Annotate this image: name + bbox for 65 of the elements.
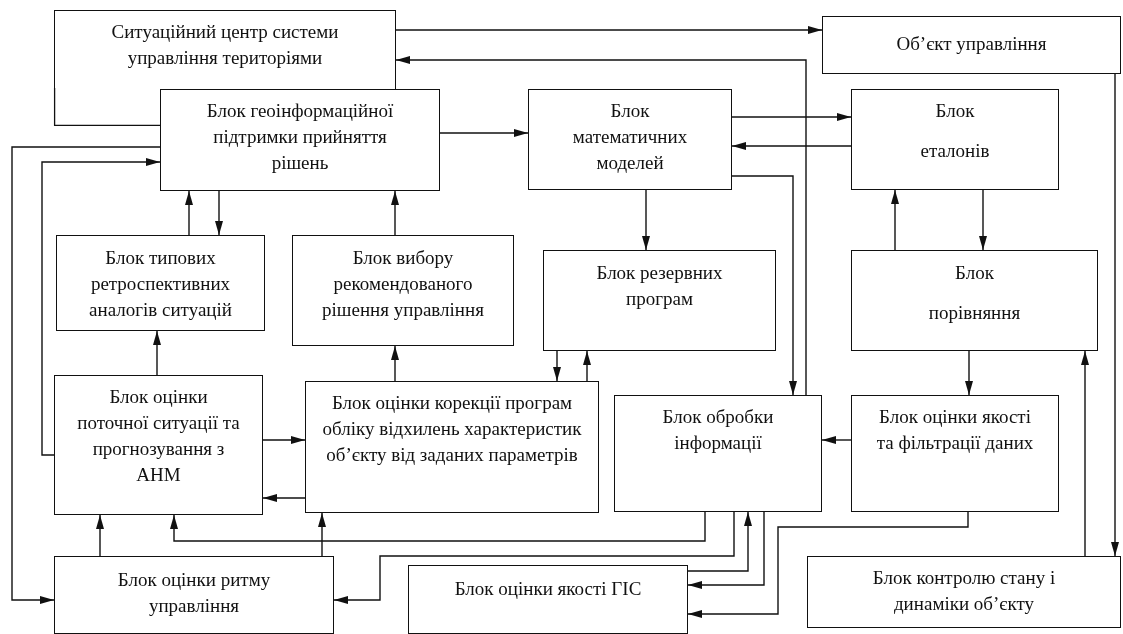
block-label: Блок резервних програм	[595, 261, 724, 311]
arrow	[553, 350, 561, 382]
arrow	[731, 175, 797, 396]
arrow	[333, 511, 735, 604]
block-label: Блок контролю стану і динаміки об’єкту	[871, 566, 1057, 616]
block-label: Блок оцінки корекції програм обліку відхилень характеристик об’єкту від заданих параметрів	[321, 391, 583, 467]
block-label: Блок оцінки ритму управління	[116, 568, 272, 618]
arrow	[1081, 350, 1089, 557]
arrow	[687, 511, 969, 618]
block-box	[807, 556, 1121, 628]
block-label: Блок	[955, 261, 994, 285]
block-label: еталонів	[920, 139, 990, 163]
arrow	[642, 189, 650, 251]
block-box	[54, 375, 263, 515]
arrow	[731, 142, 852, 150]
arrow	[583, 350, 591, 382]
block-box	[543, 250, 776, 351]
arrow	[395, 56, 807, 396]
block-label: Блок обробки інформації	[661, 405, 775, 455]
block-label: Блок оцінки поточної ситуації та прогнозування з АНМ	[77, 385, 240, 487]
arrow	[731, 113, 852, 121]
block-box	[614, 395, 822, 512]
arrow	[96, 514, 104, 557]
arrow	[1111, 73, 1119, 557]
arrow	[395, 26, 823, 34]
block-label: порівняння	[928, 301, 1021, 325]
block-box	[851, 89, 1059, 190]
block-label: Блок оцінки якості та фільтрації даних	[875, 405, 1035, 455]
arrow	[215, 190, 223, 236]
arrow	[687, 511, 765, 589]
block-label: Блок типових ретроспективних аналогів ситуацій	[88, 246, 233, 322]
block-box	[305, 381, 599, 513]
block-box	[292, 235, 514, 346]
arrow	[153, 330, 161, 376]
block-label: Блок математичних моделей	[571, 99, 689, 175]
block-box	[54, 556, 334, 634]
arrow	[979, 189, 987, 251]
arrow	[41, 158, 161, 456]
block-label: Блок геоінформаційної підтримки прийняття рішень	[205, 99, 395, 175]
arrow	[185, 190, 193, 236]
arrow	[391, 190, 399, 236]
arrow	[318, 512, 326, 557]
block-box	[822, 16, 1121, 74]
block-box	[851, 395, 1059, 512]
block-label: Блок оцінки якості ГІС	[454, 577, 642, 601]
arrow	[11, 146, 161, 604]
arrow	[170, 511, 706, 542]
block-label: Блок вибору рекомендованого рішення управління	[321, 246, 485, 322]
arrow	[965, 350, 973, 396]
arrow	[687, 511, 752, 572]
arrow	[391, 345, 399, 382]
block-box	[408, 565, 688, 634]
block-box	[160, 89, 440, 191]
block-box	[528, 89, 732, 190]
arrow	[891, 189, 899, 251]
block-box	[54, 10, 396, 89]
block-label: Блок	[935, 99, 975, 123]
arrow	[439, 129, 529, 137]
arrow	[262, 494, 306, 502]
block-label: Об’єкт управління	[896, 32, 1047, 56]
block-box	[851, 250, 1098, 351]
block-label: Ситуаційний центр системи управління територіями	[110, 20, 340, 70]
block-box	[56, 235, 265, 331]
arrow	[262, 436, 306, 444]
arrow	[821, 436, 852, 444]
